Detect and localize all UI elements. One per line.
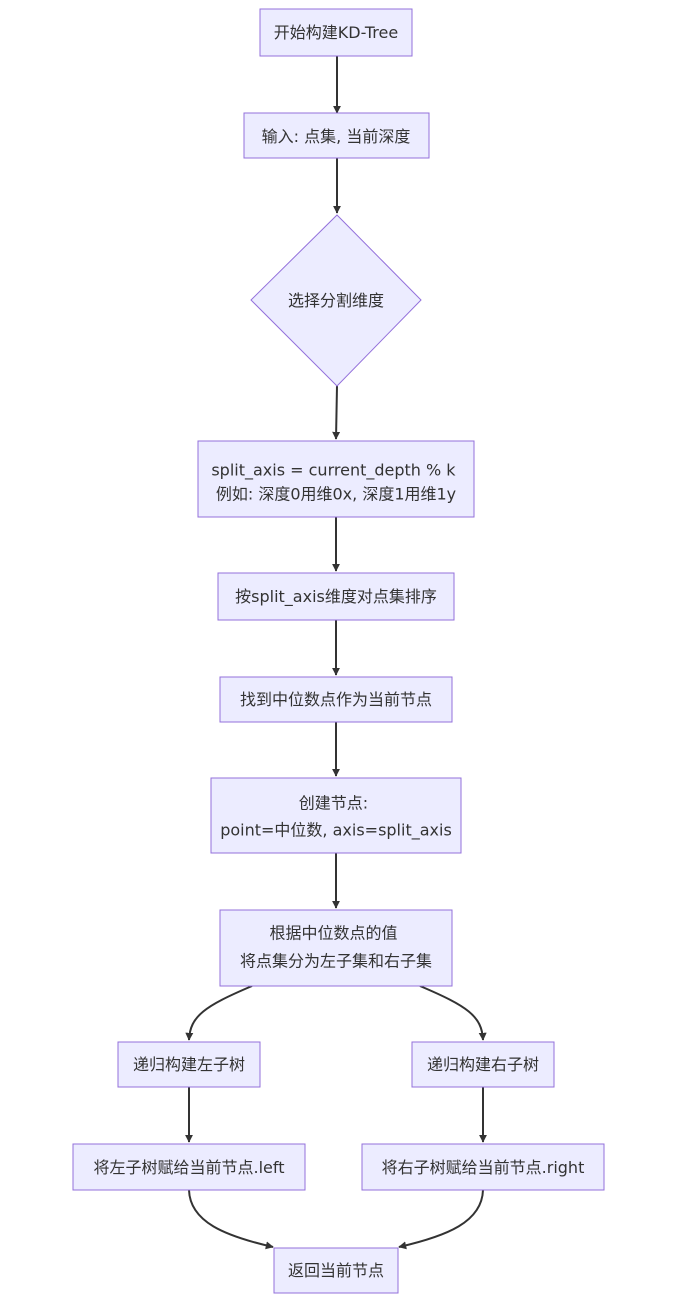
node-assign-right: 将右子树赋给当前节点.right [361,1143,605,1191]
edge-split-leftrec [185,985,253,1041]
node-split: 根据中位数点的值 将点集分为左子集和右子集 [219,909,453,987]
node-sort: 按split_axis维度对点集排序 [217,572,455,621]
node-assign-left-label: 将左子树赋给当前节点.left [93,1158,284,1177]
node-create: 创建节点: point=中位数, axis=split_axis [210,777,462,854]
node-start-label: 开始构建KD-Tree [274,23,398,42]
node-right-recurse: 递归构建右子树 [411,1041,555,1088]
edges [185,56,487,1250]
edge-split-rightrec [419,985,487,1041]
node-median-label: 找到中位数点作为当前节点 [240,690,432,709]
node-formula-label: split_axis = current_depth % k 例如: 深度0用维… [211,455,460,504]
edge-assignleft-return [188,1189,274,1250]
node-split-label: 根据中位数点的值 将点集分为左子集和右子集 [240,918,432,971]
node-formula: split_axis = current_depth % k 例如: 深度0用维… [197,440,475,518]
node-create-label: 创建节点: point=中位数, axis=split_axis [220,788,452,841]
node-assign-right-label: 将右子树赋给当前节点.right [382,1158,585,1177]
node-input: 输入: 点集, 当前深度 [243,112,430,159]
node-choose-decision: 选择分割维度 [250,214,422,387]
node-right-recurse-label: 递归构建右子树 [427,1055,539,1074]
node-start: 开始构建KD-Tree [259,8,413,57]
node-assign-left: 将左子树赋给当前节点.left [72,1143,306,1191]
node-return-label: 返回当前节点 [288,1261,384,1280]
node-choose-label: 选择分割维度 [288,291,384,310]
node-input-label: 输入: 点集, 当前深度 [262,127,411,146]
node-sort-label: 按split_axis维度对点集排序 [235,587,437,607]
node-median: 找到中位数点作为当前节点 [219,676,453,723]
edge-assignright-return [398,1189,484,1250]
node-left-recurse: 递归构建左子树 [117,1041,261,1088]
node-left-recurse-label: 递归构建左子树 [133,1055,245,1074]
edge-choose-formula [332,385,341,440]
node-return: 返回当前节点 [273,1247,399,1294]
nodes: 开始构建KD-Tree 输入: 点集, 当前深度 选择分割维度 split_ax… [72,8,605,1294]
